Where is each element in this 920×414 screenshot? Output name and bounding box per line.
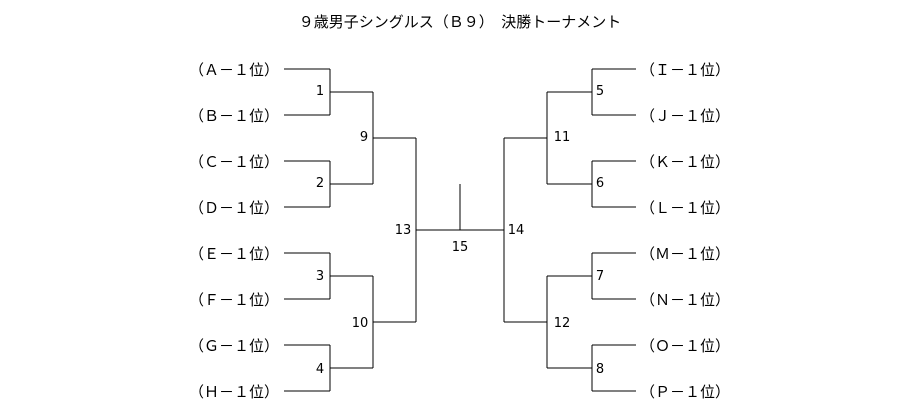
entry-g: （Ｇ－１位） (189, 337, 279, 355)
match-number-8: 8 (596, 362, 604, 377)
entry-h: （Ｈ－１位） (189, 383, 279, 401)
match-number-13: 13 (395, 223, 412, 238)
match-number-6: 6 (596, 176, 604, 191)
match-number-2: 2 (316, 176, 324, 191)
entry-d: （Ｄ－１位） (189, 199, 279, 217)
match-number-7: 7 (596, 269, 604, 284)
entry-c: （Ｃ－１位） (189, 153, 279, 171)
entry-l: （Ｌ－１位） (640, 199, 730, 217)
entry-k: （Ｋ－１位） (640, 153, 730, 171)
entry-p: （Ｐ－１位） (640, 383, 730, 401)
entry-i: （Ｉ－１位） (640, 61, 730, 79)
entry-m: （Ｍ－１位） (640, 245, 730, 263)
match-number-12: 12 (554, 316, 571, 331)
match-number-15: 15 (452, 240, 469, 255)
match-number-14: 14 (508, 223, 525, 238)
entry-e: （Ｅ－１位） (189, 245, 279, 263)
match-number-5: 5 (596, 84, 604, 99)
entry-j: （Ｊ－１位） (640, 107, 730, 125)
entry-b: （Ｂ－１位） (189, 107, 279, 125)
match-number-10: 10 (352, 316, 369, 331)
entry-f: （Ｆ－１位） (189, 291, 279, 309)
match-number-9: 9 (360, 130, 368, 145)
entry-o: （Ｏ－１位） (640, 337, 730, 355)
bracket-title: ９歳男子シングルス（Ｂ９） 決勝トーナメント (299, 13, 622, 31)
entry-n: （Ｎ－１位） (640, 291, 730, 309)
match-number-3: 3 (316, 269, 324, 284)
bracket-lines (284, 68, 636, 392)
entry-a: （Ａ－１位） (189, 61, 279, 79)
match-number-1: 1 (316, 84, 324, 99)
match-number-11: 11 (554, 130, 571, 145)
match-number-4: 4 (316, 362, 324, 377)
